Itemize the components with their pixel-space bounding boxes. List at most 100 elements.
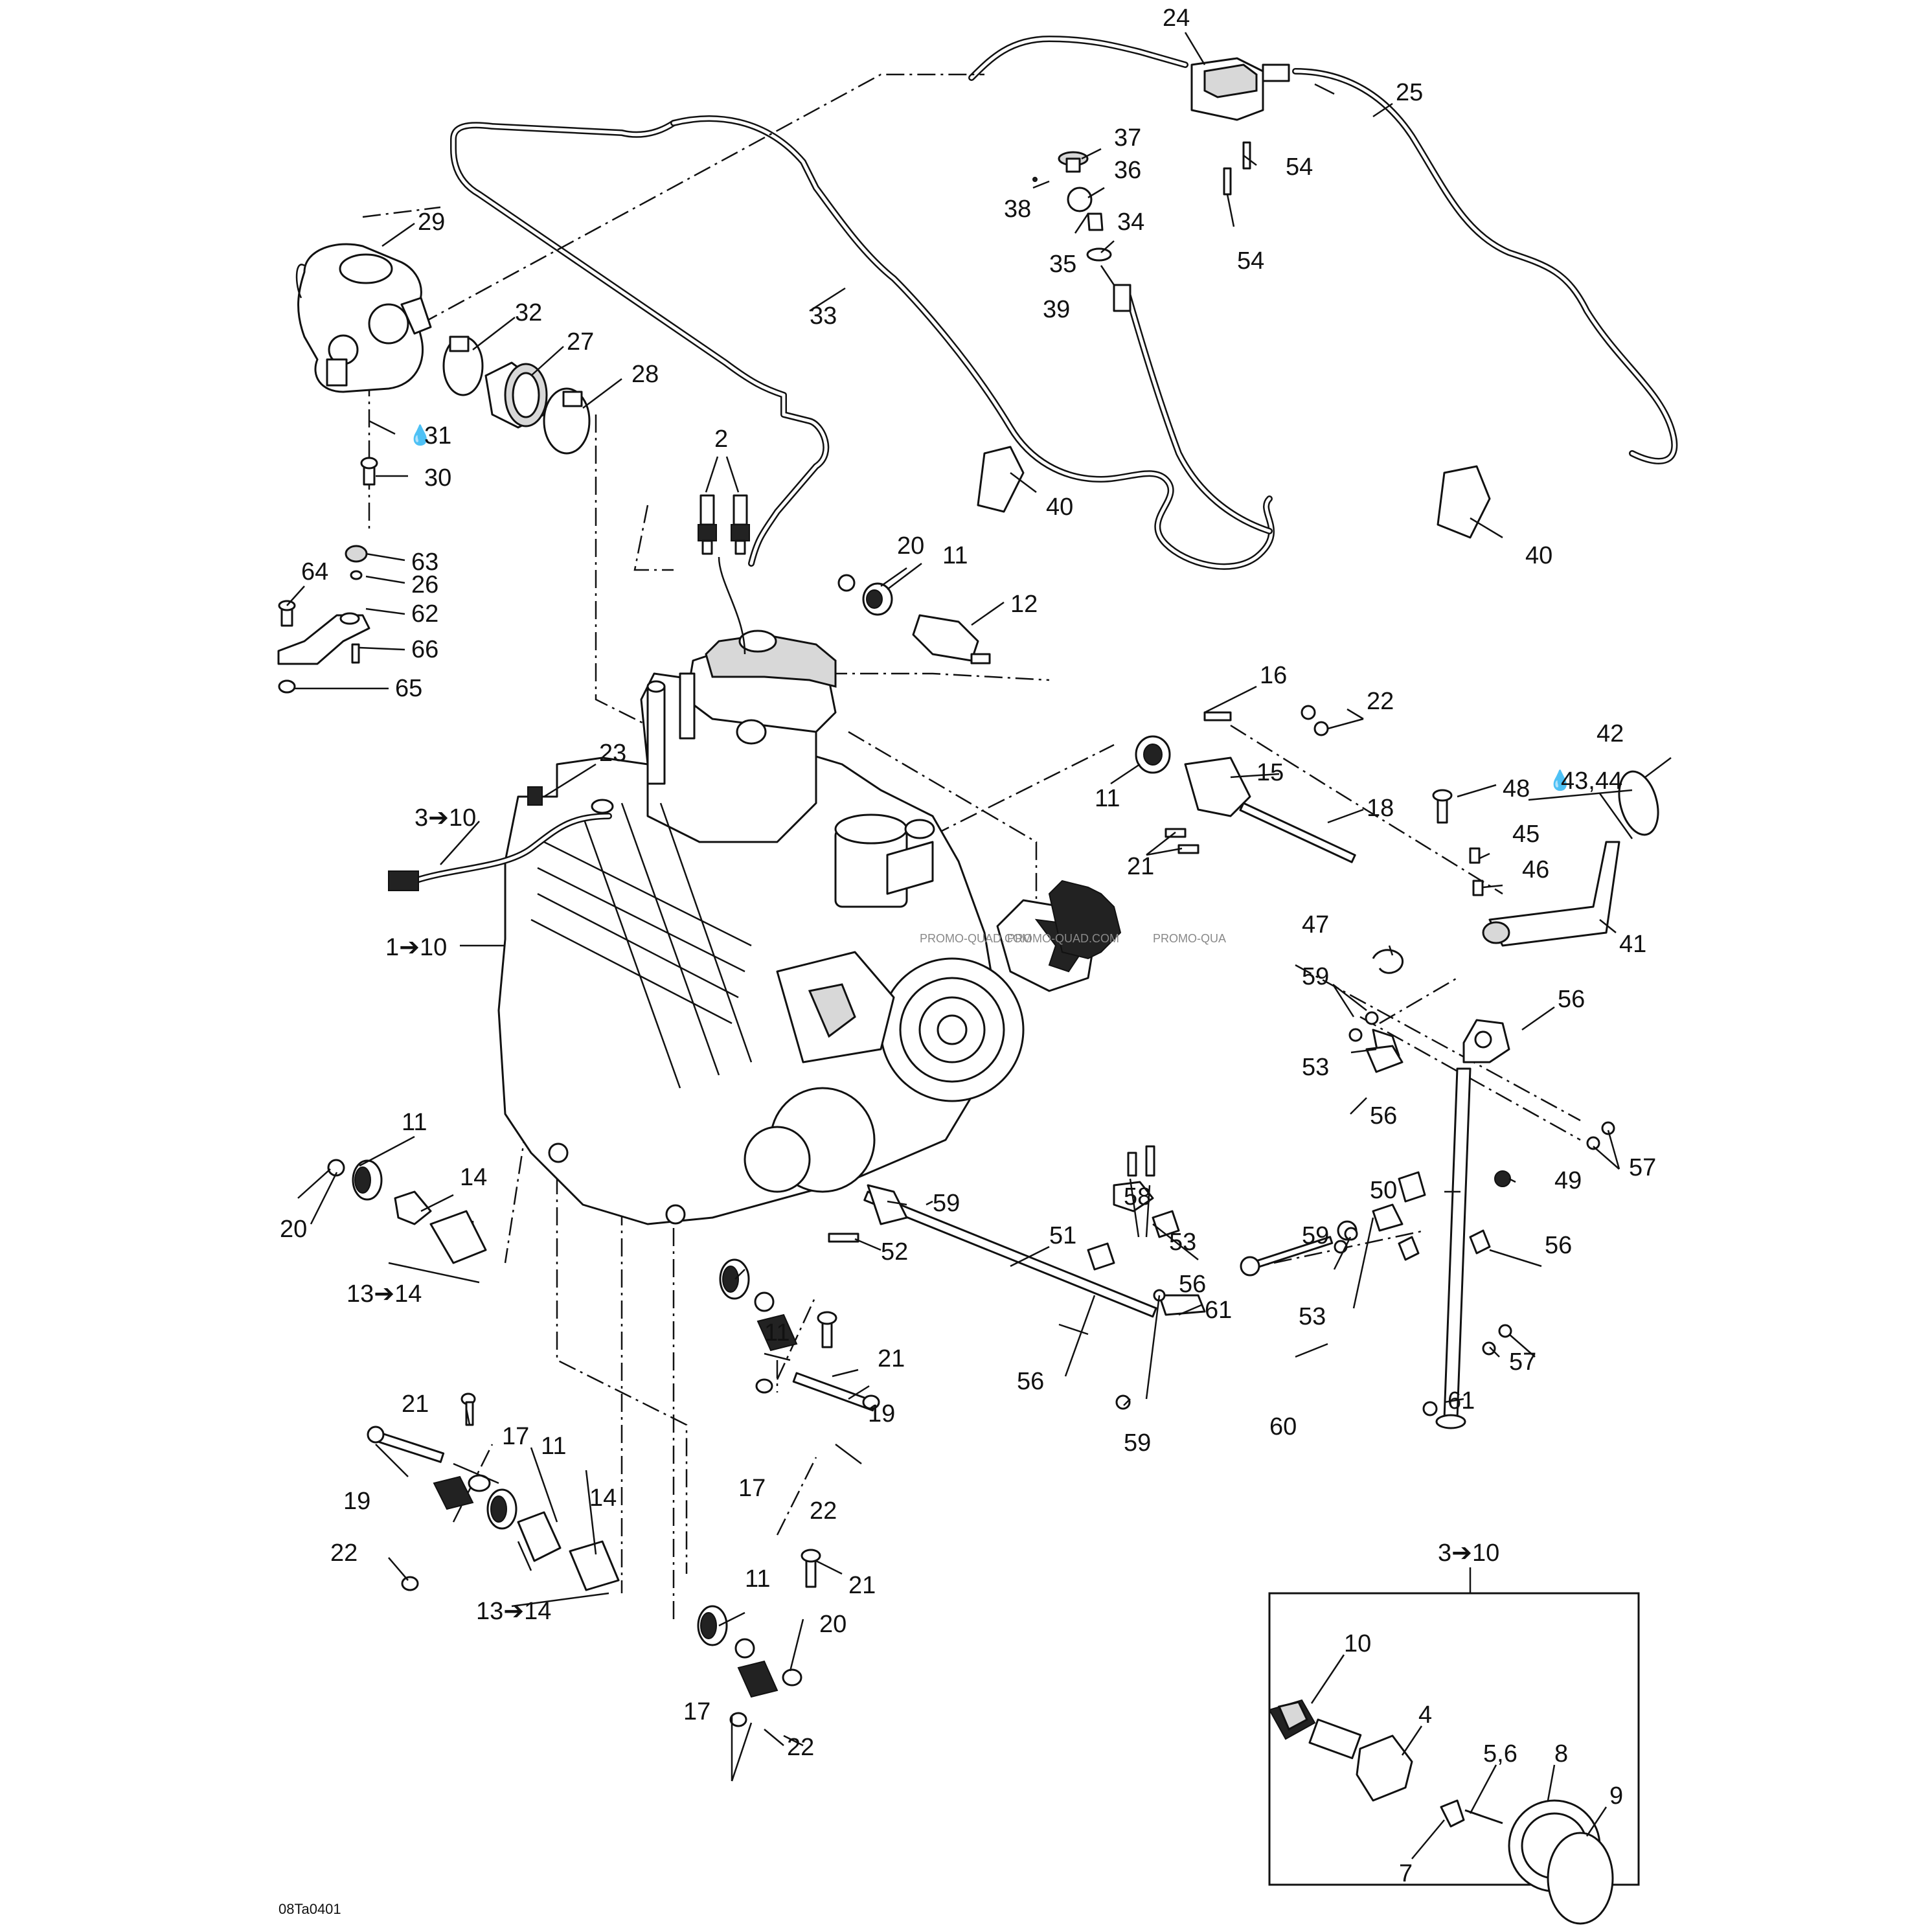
callout-45: 45 (1512, 821, 1540, 848)
callout-22c: 22 (330, 1540, 358, 1567)
callout-labels: 24 25 37 36 54 38 34 35 54 39 33 29 32 2… (280, 5, 1656, 1887)
callout-26: 26 (411, 571, 438, 598)
callout-39: 39 (1043, 296, 1070, 323)
rear-lower-mount (697, 1549, 821, 1727)
ignition-module-24 (1190, 57, 1290, 196)
inset-title: 3➔10 (1438, 1540, 1499, 1567)
spark-plugs-2 (698, 494, 750, 555)
callout-24: 24 (1163, 5, 1190, 32)
callout-28: 28 (631, 361, 659, 388)
callout-59c: 59 (1302, 1222, 1329, 1249)
callout-18: 18 (1367, 795, 1394, 822)
bracket-15-group (1135, 705, 1356, 863)
callout-56c: 56 (1545, 1232, 1572, 1259)
callout-59b: 59 (933, 1190, 960, 1217)
callout-20a: 20 (897, 532, 924, 560)
callout-30: 30 (424, 464, 451, 492)
gaskets-40 (977, 446, 1491, 539)
callout-12: 12 (1010, 591, 1038, 618)
callout-14b: 14 (589, 1484, 617, 1512)
callout-54a: 54 (1286, 153, 1313, 181)
shift-lever-assembly (1372, 770, 1659, 1429)
callout-22a: 22 (1367, 688, 1394, 715)
upper-cable-top-loop (968, 36, 1188, 81)
callout-17b: 17 (738, 1475, 766, 1502)
callout-2: 2 (714, 426, 728, 453)
callout-3-10: 3➔10 (415, 804, 476, 832)
callout-64: 64 (301, 558, 328, 585)
carburetor-29 (295, 243, 432, 393)
head-grommet-group (837, 574, 991, 665)
drawing-code: 08Ta0401 (278, 1901, 341, 1917)
callout-50: 50 (1370, 1177, 1397, 1204)
callout-14a: 14 (460, 1164, 487, 1191)
callout-56d: 56 (1179, 1271, 1206, 1298)
callout-31-drop: 💧 (408, 424, 432, 446)
callout-20b: 20 (280, 1216, 307, 1243)
watermark-2: PROMO-QUAD.COM (1007, 932, 1119, 945)
callout-56a: 56 (1558, 986, 1585, 1013)
callout-19b: 19 (343, 1488, 370, 1515)
callout-21d: 21 (848, 1572, 876, 1599)
callout-8: 8 (1554, 1740, 1568, 1767)
callout-32: 32 (515, 299, 542, 326)
callout-48: 48 (1503, 775, 1530, 802)
shift-rod-51 (828, 1184, 1206, 1318)
callout-53a: 53 (1302, 1054, 1329, 1081)
callout-46: 46 (1522, 856, 1549, 883)
callout-20c: 20 (819, 1611, 847, 1638)
callout-11d: 11 (764, 1319, 790, 1347)
inset-3-10 (1268, 1567, 1640, 1925)
rear-mid-mount (719, 1258, 880, 1412)
callout-11a: 11 (942, 542, 968, 569)
callout-36: 36 (1114, 157, 1141, 184)
callout-1-10: 1➔10 (385, 934, 447, 961)
callout-51: 51 (1049, 1222, 1076, 1249)
callout-61b: 61 (1448, 1387, 1475, 1415)
callout-4: 4 (1418, 1701, 1432, 1729)
callout-41: 41 (1619, 931, 1646, 958)
callout-19a: 19 (868, 1400, 895, 1427)
callout-34: 34 (1117, 209, 1144, 236)
callout-66: 66 (411, 636, 438, 663)
callout-15: 15 (1256, 759, 1284, 786)
throttle-cable-main-path (670, 115, 1275, 570)
callout-11c: 11 (402, 1109, 427, 1136)
callout-52: 52 (881, 1238, 908, 1266)
callout-61a: 61 (1205, 1297, 1232, 1324)
callout-31: 31 (424, 422, 451, 449)
leader-lines (286, 32, 1672, 1859)
callout-43-drop: 💧 (1548, 769, 1572, 791)
callout-10: 10 (1344, 1630, 1371, 1657)
callout-17a: 17 (502, 1423, 529, 1450)
wiring-harness-25 (1292, 68, 1678, 464)
callout-21a: 21 (1127, 853, 1154, 880)
callout-47: 47 (1302, 911, 1329, 938)
callout-29: 29 (418, 209, 445, 236)
callout-22b: 22 (810, 1497, 837, 1525)
callout-40a: 40 (1046, 494, 1073, 521)
callout-13-14a: 13➔14 (347, 1280, 422, 1308)
callout-59d: 59 (1124, 1429, 1151, 1457)
callout-33: 33 (810, 302, 837, 330)
clamp-28 (543, 387, 591, 455)
intake-boot-27 (484, 361, 548, 429)
rear-left-mount (367, 1392, 620, 1591)
linkage-small-parts (1087, 1011, 1615, 1410)
callout-53c: 53 (1299, 1303, 1326, 1330)
callout-13-14b: 13➔14 (476, 1598, 551, 1625)
callout-11e: 11 (541, 1433, 566, 1460)
callout-21c: 21 (402, 1391, 429, 1418)
callout-5-6: 5,6 (1483, 1740, 1517, 1767)
callout-35: 35 (1049, 251, 1076, 278)
callout-62: 62 (411, 600, 438, 628)
cvt-duct (1048, 880, 1122, 960)
callout-54b: 54 (1237, 247, 1264, 275)
watermark-3: PROMO-QUA (1153, 932, 1226, 945)
callout-25: 25 (1396, 79, 1423, 106)
callout-49: 49 (1554, 1167, 1582, 1194)
callout-37: 37 (1114, 124, 1141, 152)
callout-21b: 21 (878, 1345, 905, 1372)
callout-65: 65 (395, 675, 422, 702)
